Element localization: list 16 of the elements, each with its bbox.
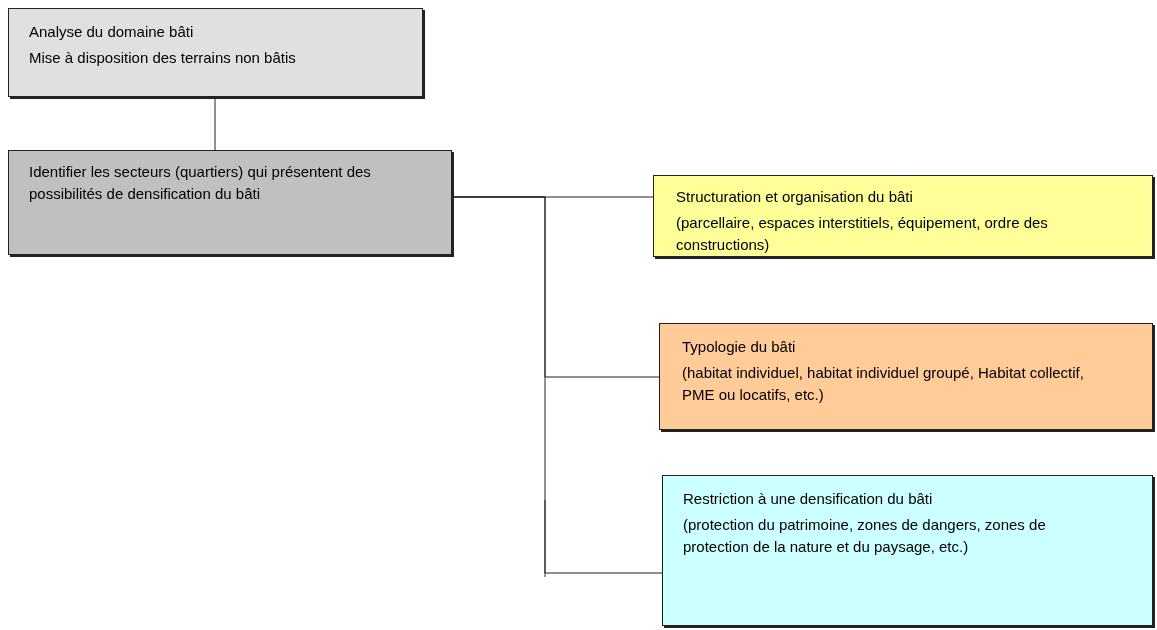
- process-box: [8, 8, 423, 97]
- box-heading: Identifier les secteurs (quartiers) qui présentent des possibilités de densification du bâti: [29, 162, 371, 204]
- process-box: [653, 175, 1153, 257]
- box-description: (habitat individuel, habitat individuel groupé, Habitat collectif, PME ou locatifs, etc.): [682, 362, 1085, 405]
- box-heading: Analyse du domaine bâti: [29, 22, 195, 42]
- process-box: [8, 150, 452, 255]
- process-box: [662, 475, 1153, 626]
- connector-line: [451, 196, 663, 574]
- box-description: Mise à disposition des terrains non bâtis: [29, 47, 297, 68]
- process-box: [659, 323, 1153, 430]
- box-heading: Restriction à une densification du bâti: [683, 489, 934, 509]
- box-description: (parcellaire, espaces interstitiels, équipement, ordre des constructions): [676, 212, 1049, 255]
- box-heading: Structuration et organisation du bâti: [676, 187, 914, 207]
- connector-line: [214, 96, 216, 151]
- box-heading: Typologie du bâti: [682, 337, 797, 357]
- box-description: (protection du patrimoine, zones de dangers, zones de protection de la nature et du paysage, etc.): [683, 514, 1047, 557]
